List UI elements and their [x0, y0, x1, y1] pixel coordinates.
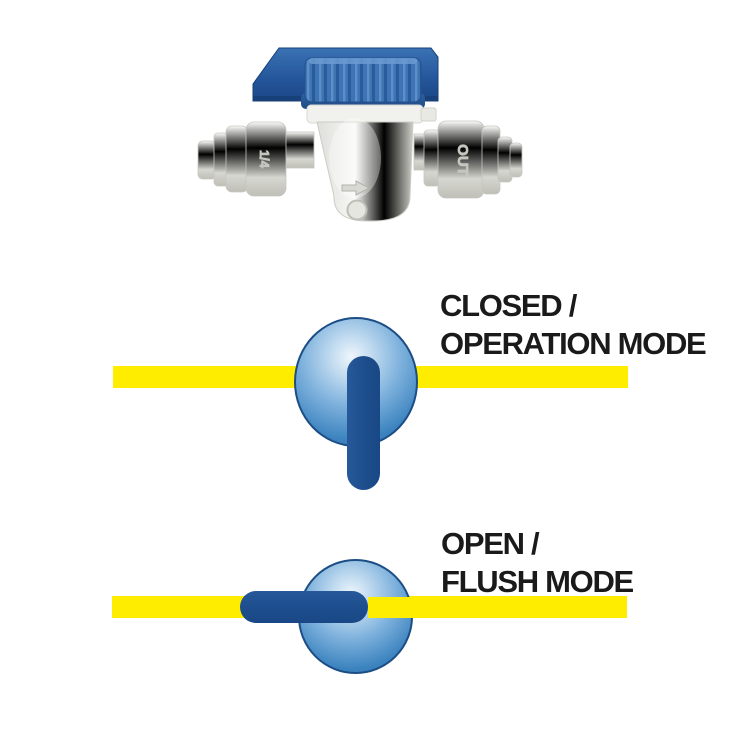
- right-fitting-marking: OUT: [454, 144, 471, 176]
- valve-handle-horizontal: [240, 591, 368, 623]
- closed-mode-label: CLOSED / OPERATION MODE: [440, 287, 707, 363]
- photo-left-fitting: 1/4: [197, 121, 315, 197]
- tube-line-open-right-overlay: [368, 597, 627, 618]
- photo-right-fitting: OUT: [413, 120, 523, 199]
- photo-knurled-collar: [301, 57, 425, 109]
- photo-body-rim: [306, 104, 437, 124]
- valve-product-photo: 1/4 OUT: [197, 47, 523, 222]
- left-fitting-marking: 1/4: [257, 150, 272, 169]
- open-mode-label-line2: FLUSH MODE: [441, 564, 634, 599]
- body-circle-mark: [346, 199, 368, 221]
- photo-valve-body: [316, 118, 414, 222]
- open-mode-label-line1: OPEN /: [441, 526, 540, 561]
- open-mode-label: OPEN / FLUSH MODE: [441, 525, 634, 601]
- valve-handle-vertical: [347, 356, 380, 490]
- closed-mode-label-line2: OPERATION MODE: [440, 326, 707, 361]
- closed-mode-label-line1: CLOSED /: [440, 288, 577, 323]
- flow-arrow-icon: [341, 180, 371, 196]
